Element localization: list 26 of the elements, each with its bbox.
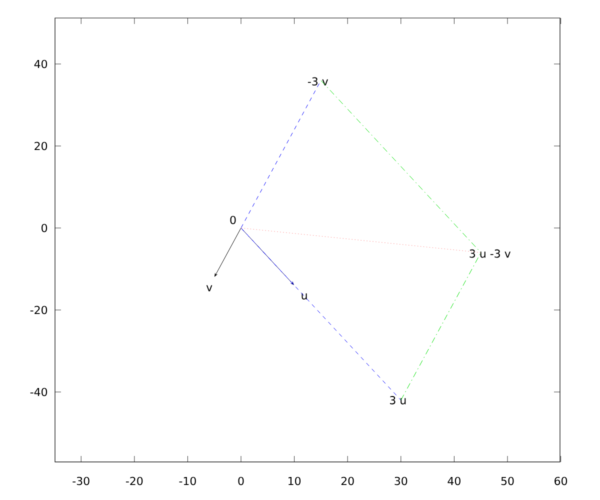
tick-label: -10 xyxy=(179,476,196,486)
vector-arrow xyxy=(214,228,242,277)
point-label: 0 xyxy=(230,216,236,224)
point-label: 3 u xyxy=(390,396,406,404)
dashed-line xyxy=(240,228,401,400)
tick-label: 10 xyxy=(288,476,301,486)
tick-label: 60 xyxy=(554,476,568,486)
point-label: 3 u -3 v xyxy=(470,249,511,258)
dotted-line xyxy=(240,228,481,253)
dash-dot-line xyxy=(320,80,481,253)
tick-label: 50 xyxy=(501,476,514,486)
tick-label: 20 xyxy=(34,142,48,150)
tick-label: 0 xyxy=(42,224,48,232)
tick-label: -30 xyxy=(72,476,90,486)
tick-label: 0 xyxy=(238,476,244,486)
tick-label: 30 xyxy=(394,476,408,486)
tick-label: -40 xyxy=(30,388,48,396)
tick-label: -20 xyxy=(30,306,48,314)
point-label: u xyxy=(302,293,307,300)
tick-label: 20 xyxy=(341,476,354,486)
point-label: -3 v xyxy=(308,77,328,86)
tick-label: -20 xyxy=(126,476,143,486)
tick-label: 40 xyxy=(448,476,460,486)
point-label: v xyxy=(206,285,212,292)
dash-dot-line xyxy=(400,252,482,400)
tick-label: 40 xyxy=(34,60,48,68)
